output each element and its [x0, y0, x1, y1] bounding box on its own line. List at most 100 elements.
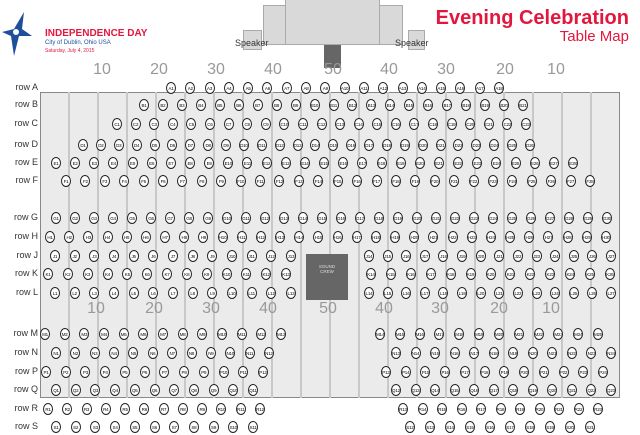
table-q23[interactable]: Q23 [606, 384, 616, 396]
table-m13[interactable]: M13 [276, 328, 286, 340]
table-s13[interactable]: S13 [425, 421, 435, 433]
table-p4[interactable]: P4 [100, 366, 111, 378]
table-h3[interactable]: H3 [83, 231, 94, 243]
table-m24[interactable]: M24 [573, 328, 584, 340]
table-a5[interactable]: A5 [243, 82, 254, 94]
table-b9[interactable]: B9 [290, 99, 301, 111]
table-d10[interactable]: D10 [238, 139, 249, 151]
table-r16[interactable]: R16 [456, 403, 467, 415]
table-s6[interactable]: S6 [149, 421, 160, 433]
table-r23[interactable]: R23 [593, 403, 603, 415]
table-j18[interactable]: J18 [438, 250, 449, 262]
table-f4[interactable]: F4 [119, 175, 130, 187]
table-f14[interactable]: F14 [313, 175, 324, 187]
table-s12[interactable]: S12 [405, 421, 415, 433]
table-n2[interactable]: N2 [70, 347, 81, 359]
table-d19[interactable]: D19 [399, 139, 410, 151]
table-r9[interactable]: R9 [197, 403, 208, 415]
table-p23[interactable]: P23 [578, 366, 589, 378]
table-j22[interactable]: J22 [512, 250, 523, 262]
table-k3[interactable]: K3 [82, 268, 93, 280]
table-s18[interactable]: S18 [525, 421, 535, 433]
table-j5[interactable]: J5 [128, 250, 139, 262]
table-b20[interactable]: B20 [499, 99, 510, 111]
table-l23[interactable]: L23 [531, 287, 542, 299]
table-p17[interactable]: P17 [459, 366, 470, 378]
table-d24[interactable]: D24 [489, 139, 500, 151]
table-h7[interactable]: H7 [160, 231, 171, 243]
table-q18[interactable]: Q18 [508, 384, 519, 396]
table-d25[interactable]: D25 [507, 139, 518, 151]
table-s19[interactable]: S19 [545, 421, 555, 433]
table-p6[interactable]: P6 [139, 366, 150, 378]
table-q21[interactable]: Q21 [566, 384, 577, 396]
table-a1[interactable]: A1 [166, 82, 176, 94]
table-e12[interactable]: E12 [261, 157, 272, 169]
table-k7[interactable]: K7 [162, 268, 172, 280]
table-n21[interactable]: N21 [547, 347, 558, 359]
table-k24[interactable]: K24 [565, 268, 576, 280]
table-n12[interactable]: N12 [264, 347, 274, 359]
table-b10[interactable]: B10 [309, 99, 320, 111]
table-d15[interactable]: D15 [328, 139, 339, 151]
table-r8[interactable]: R8 [177, 403, 188, 415]
table-g15[interactable]: G15 [317, 212, 327, 224]
table-f24[interactable]: F24 [507, 175, 518, 187]
table-f13[interactable]: F13 [293, 175, 304, 187]
table-e25[interactable]: E25 [510, 157, 521, 169]
table-j26[interactable]: J26 [587, 250, 598, 262]
table-l5[interactable]: L5 [128, 287, 139, 299]
table-q19[interactable]: Q19 [527, 384, 538, 396]
table-q7[interactable]: Q7 [169, 384, 180, 396]
table-e10[interactable]: E10 [223, 157, 234, 169]
table-l27[interactable]: L27 [606, 287, 616, 299]
table-c23[interactable]: C23 [521, 118, 531, 130]
table-r15[interactable]: R15 [437, 403, 447, 415]
table-f10[interactable]: F10 [235, 175, 246, 187]
table-l18[interactable]: L18 [438, 287, 449, 299]
table-s21[interactable]: S21 [585, 421, 595, 433]
table-l7[interactable]: L7 [168, 287, 178, 299]
table-l8[interactable]: L8 [187, 287, 198, 299]
table-k4[interactable]: K4 [102, 268, 113, 280]
table-a12[interactable]: A12 [378, 82, 389, 94]
table-p13[interactable]: P13 [381, 366, 391, 378]
table-b18[interactable]: B18 [461, 99, 472, 111]
table-b16[interactable]: B16 [423, 99, 434, 111]
table-m16[interactable]: M16 [414, 328, 425, 340]
table-p19[interactable]: P19 [499, 366, 510, 378]
table-n1[interactable]: N1 [51, 347, 61, 359]
table-j17[interactable]: J17 [419, 250, 430, 262]
table-g2[interactable]: G2 [70, 212, 80, 224]
table-j11[interactable]: J11 [246, 250, 257, 262]
table-e19[interactable]: E19 [395, 157, 406, 169]
table-m10[interactable]: M10 [217, 328, 227, 340]
table-b3[interactable]: B3 [176, 99, 187, 111]
table-l24[interactable]: L24 [550, 287, 561, 299]
table-j1[interactable]: J1 [50, 250, 60, 262]
table-f18[interactable]: F18 [390, 175, 401, 187]
table-e28[interactable]: E28 [568, 157, 578, 169]
table-k6[interactable]: K6 [142, 268, 153, 280]
table-b15[interactable]: B15 [404, 99, 415, 111]
table-c22[interactable]: C22 [502, 118, 513, 130]
table-e15[interactable]: E15 [319, 157, 330, 169]
table-f19[interactable]: F19 [410, 175, 421, 187]
table-h25[interactable]: H25 [505, 231, 516, 243]
table-b5[interactable]: B5 [214, 99, 225, 111]
table-l3[interactable]: L3 [89, 287, 100, 299]
table-m9[interactable]: M9 [197, 328, 208, 340]
table-g17[interactable]: G17 [355, 212, 365, 224]
table-r10[interactable]: R10 [216, 403, 227, 415]
table-g7[interactable]: G7 [165, 212, 175, 224]
table-l9[interactable]: L9 [207, 287, 218, 299]
table-g6[interactable]: G6 [146, 212, 156, 224]
table-h19[interactable]: H19 [390, 231, 401, 243]
table-q14[interactable]: Q14 [430, 384, 441, 396]
table-s10[interactable]: S10 [228, 421, 239, 433]
table-m23[interactable]: M23 [553, 328, 564, 340]
table-k12[interactable]: K12 [261, 268, 272, 280]
table-h1[interactable]: H1 [45, 231, 55, 243]
table-p2[interactable]: P2 [60, 366, 71, 378]
table-c14[interactable]: C14 [353, 118, 364, 130]
